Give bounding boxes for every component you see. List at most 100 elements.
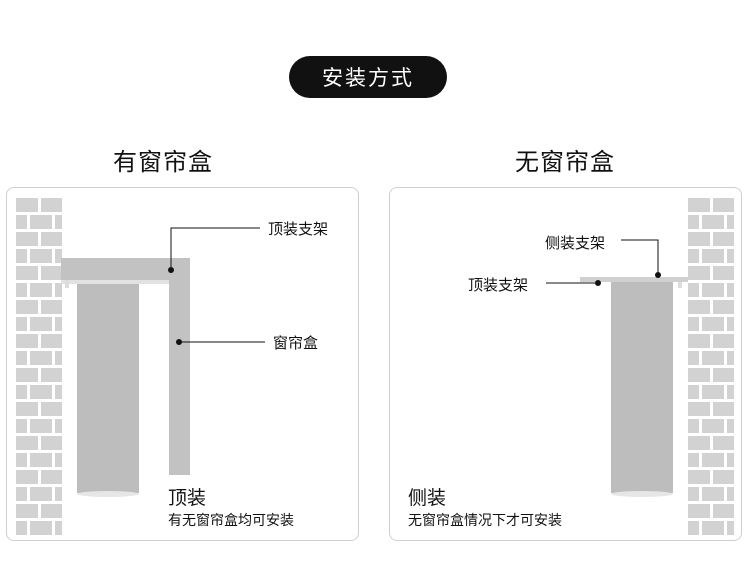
brick: [55, 249, 62, 263]
brick: [30, 249, 52, 263]
brick: [16, 215, 27, 229]
brick: [688, 198, 710, 212]
brick: [688, 436, 710, 450]
brick: [702, 317, 724, 331]
brick: [702, 419, 724, 433]
curtain-box-side: [169, 258, 190, 475]
brick: [16, 368, 38, 382]
brick: [727, 487, 734, 501]
brick: [727, 351, 734, 365]
brick: [713, 300, 734, 314]
brick: [702, 453, 724, 467]
side-mount-panel: 侧装支架 顶装支架 侧装 无窗帘盒情况下才可安装: [389, 187, 742, 541]
curtain: [77, 284, 139, 493]
brick: [713, 232, 734, 246]
left-heading: 有窗帘盒: [113, 148, 213, 176]
brick: [16, 198, 38, 212]
curtain-track: [61, 280, 169, 284]
brick: [16, 266, 38, 280]
brick: [16, 504, 38, 518]
right-heading: 无窗帘盒: [515, 148, 615, 176]
brick: [727, 283, 734, 297]
brick: [55, 419, 62, 433]
brick: [55, 385, 62, 399]
brick: [727, 317, 734, 331]
brick: [55, 453, 62, 467]
curtain: [611, 282, 673, 493]
brick: [41, 470, 62, 484]
side-bracket-leader-line: [621, 239, 659, 274]
brick: [688, 368, 710, 382]
brick: [702, 487, 724, 501]
side-mount-diagram: [546, 198, 734, 535]
brick: [16, 283, 27, 297]
brick: [702, 249, 724, 263]
brick: [16, 334, 38, 348]
brick: [41, 334, 62, 348]
brick: [713, 266, 734, 280]
brick: [30, 453, 52, 467]
brick: [16, 470, 38, 484]
brick: [16, 521, 27, 535]
brick: [16, 351, 27, 365]
brick: [16, 487, 27, 501]
brick: [30, 317, 52, 331]
curtain-box: [61, 258, 190, 280]
brick: [727, 521, 734, 535]
brick: [55, 487, 62, 501]
brick: [16, 232, 38, 246]
brick: [688, 351, 699, 365]
brick: [713, 402, 734, 416]
brick: [713, 368, 734, 382]
brick: [702, 283, 724, 297]
brick: [30, 215, 52, 229]
top-mount-panel: 顶装支架 窗帘盒 顶装 有无窗帘盒均可安装: [6, 187, 359, 541]
brick-wall: [16, 198, 62, 535]
side-bracket-point: [655, 272, 661, 278]
brick: [688, 283, 699, 297]
brick: [30, 385, 52, 399]
brick: [30, 283, 52, 297]
brick: [688, 317, 699, 331]
brick: [688, 470, 710, 484]
brick: [688, 300, 710, 314]
track-end: [678, 282, 682, 288]
brick: [713, 436, 734, 450]
label-top-bracket: 顶装支架: [268, 220, 329, 238]
method-description: 无窗帘盒情况下才可安装: [408, 513, 562, 529]
brick: [30, 351, 52, 365]
label-top-bracket: 顶装支架: [468, 276, 529, 294]
brick: [30, 487, 52, 501]
brick: [16, 436, 38, 450]
label-side-bracket: 侧装支架: [545, 234, 606, 252]
brick: [713, 470, 734, 484]
brick: [713, 504, 734, 518]
brick-wall: [688, 198, 734, 535]
brick: [41, 266, 62, 280]
brick: [41, 504, 62, 518]
brick: [702, 521, 724, 535]
brick: [702, 351, 724, 365]
brick: [688, 419, 699, 433]
brick: [727, 419, 734, 433]
brick: [41, 300, 62, 314]
brick: [55, 521, 62, 535]
brick: [16, 453, 27, 467]
bracket-leader-line: [170, 227, 260, 270]
brick: [727, 453, 734, 467]
brick: [688, 385, 699, 399]
method-title: 侧装: [408, 487, 447, 509]
brick: [688, 232, 710, 246]
brick: [688, 521, 699, 535]
brick: [688, 487, 699, 501]
method-description: 有无窗帘盒均可安装: [168, 513, 294, 529]
brick: [727, 385, 734, 399]
brick: [713, 198, 734, 212]
track-end: [65, 280, 69, 288]
brick: [727, 215, 734, 229]
brick: [16, 385, 27, 399]
brick: [55, 215, 62, 229]
box-point: [176, 339, 182, 345]
brick: [41, 368, 62, 382]
brick: [688, 453, 699, 467]
